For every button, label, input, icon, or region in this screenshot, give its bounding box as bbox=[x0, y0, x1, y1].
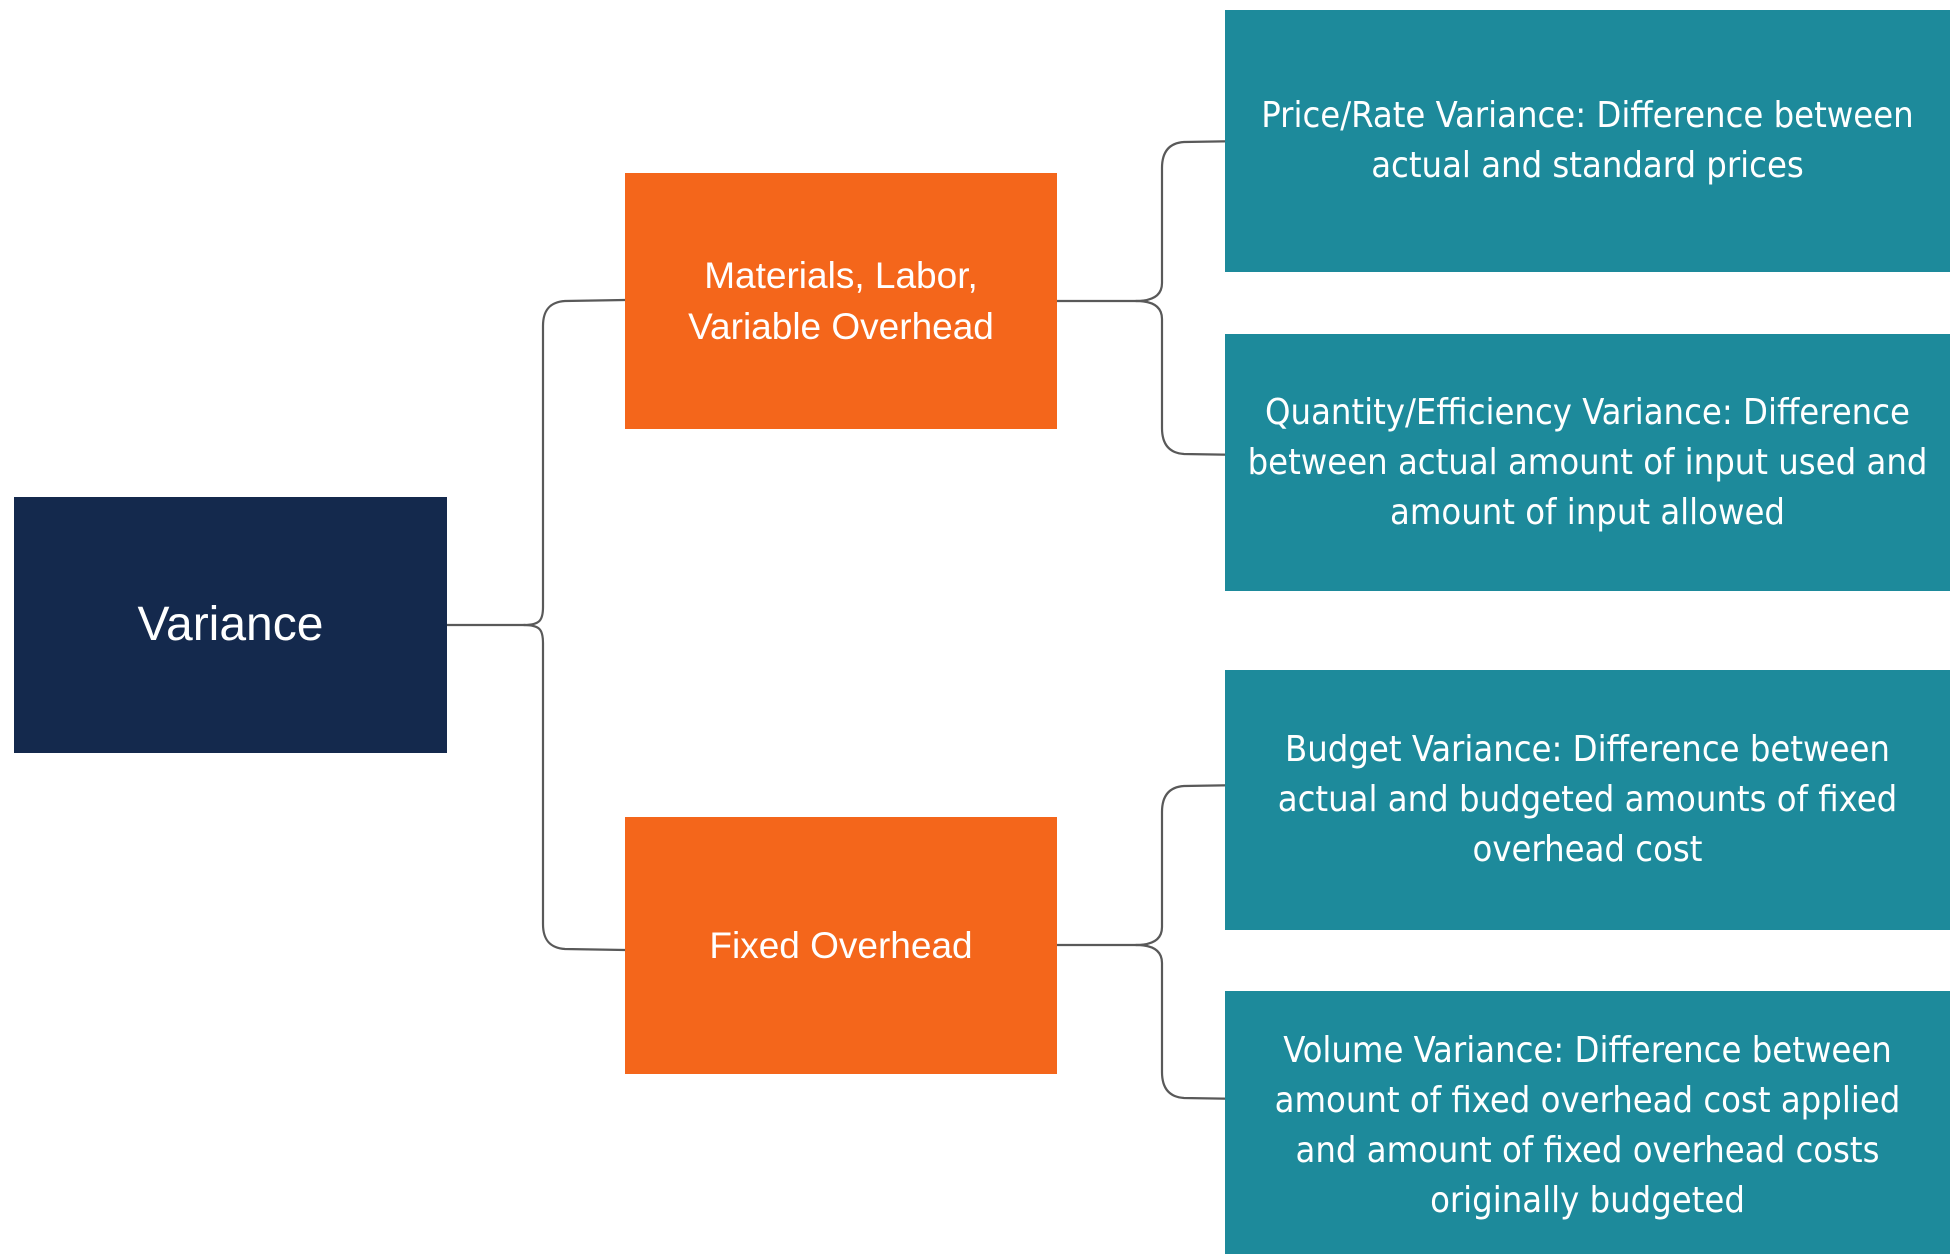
leaf-node-quantity-efficiency-variance[interactable]: Quantity/Efficiency Variance: Difference… bbox=[1225, 334, 1950, 591]
leaf-node-price-rate-variance[interactable]: Price/Rate Variance: Difference between … bbox=[1225, 10, 1950, 272]
leaf-node-label: Quantity/Efficiency Variance: Difference… bbox=[1247, 391, 1928, 533]
root-node-label: Variance bbox=[137, 598, 324, 651]
connector-root-brace-up bbox=[522, 298, 627, 627]
leaf-node-volume-variance[interactable]: Volume Variance: Difference between amou… bbox=[1225, 991, 1950, 1254]
category-node-label: Materials, Labor, Variable Overhead bbox=[688, 255, 994, 347]
category-node-label: Fixed Overhead bbox=[709, 925, 973, 966]
category-node-materials-labor-variable-overhead[interactable]: Materials, Labor, Variable Overhead bbox=[625, 173, 1057, 429]
leaf-node-label: Price/Rate Variance: Difference between … bbox=[1261, 95, 1914, 186]
connector-root-brace-down bbox=[522, 623, 627, 952]
root-node-variance[interactable]: Variance bbox=[14, 497, 447, 753]
leaf-node-budget-variance[interactable]: Budget Variance: Difference between actu… bbox=[1225, 670, 1950, 930]
category-node-fixed-overhead[interactable]: Fixed Overhead bbox=[625, 817, 1057, 1074]
leaf-node-label: Budget Variance: Difference between actu… bbox=[1277, 729, 1898, 870]
leaf-node-label: Volume Variance: Difference between amou… bbox=[1274, 1030, 1901, 1221]
